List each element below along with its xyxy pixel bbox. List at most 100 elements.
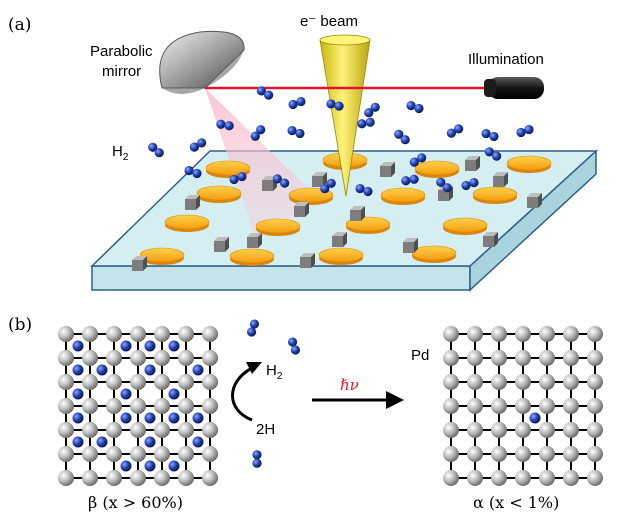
hydrogen-atom bbox=[264, 90, 274, 100]
cube-front bbox=[465, 160, 476, 171]
pd-atom bbox=[491, 350, 507, 366]
pd-atom bbox=[130, 422, 146, 438]
cube-side bbox=[538, 193, 542, 208]
pd-atom bbox=[154, 470, 170, 486]
grey-cubes bbox=[132, 156, 542, 271]
electron-beam bbox=[319, 34, 371, 197]
hydrogen-atom bbox=[406, 100, 416, 111]
cube-side bbox=[476, 156, 480, 171]
pd-atom bbox=[491, 470, 507, 486]
pd-atom bbox=[443, 398, 459, 414]
hydrogen-atom bbox=[489, 131, 499, 142]
pd-atom bbox=[130, 446, 146, 462]
gold-nanodisks bbox=[139, 152, 552, 266]
cube-front bbox=[247, 237, 258, 248]
pd-atom bbox=[154, 446, 170, 462]
pd-atom bbox=[154, 374, 170, 390]
hydrogen-atom bbox=[120, 388, 132, 400]
hydrogen-atom bbox=[326, 99, 336, 109]
hydrogen-atom bbox=[436, 177, 446, 187]
pd-atom bbox=[587, 470, 603, 486]
hydrogen-atom bbox=[370, 102, 380, 112]
pd-atom bbox=[491, 398, 507, 414]
pd-atom bbox=[178, 398, 194, 414]
light-arrow bbox=[312, 391, 404, 409]
pd-atom bbox=[491, 446, 507, 462]
nanodisk bbox=[139, 247, 185, 263]
pd-atom bbox=[154, 422, 170, 438]
pd-atom bbox=[130, 374, 146, 390]
hydrogen-atom bbox=[334, 101, 344, 111]
alpha-caption: α (x < 1%) bbox=[473, 493, 559, 512]
nanodisk bbox=[380, 187, 426, 203]
cube-front bbox=[262, 180, 273, 191]
pd-atom bbox=[130, 398, 146, 414]
hydrogen-atom bbox=[168, 388, 180, 400]
cube-front bbox=[332, 236, 343, 247]
cube-side bbox=[143, 256, 147, 271]
nanodisk bbox=[196, 185, 242, 201]
pd-atom bbox=[539, 470, 555, 486]
pd-atom bbox=[587, 398, 603, 414]
pd-atom bbox=[467, 326, 483, 342]
pd-atom bbox=[106, 422, 122, 438]
pd-atom bbox=[467, 350, 483, 366]
hydrogen-atom bbox=[481, 128, 491, 139]
pd-atom bbox=[491, 326, 507, 342]
recombination-arrow bbox=[231, 362, 262, 422]
hydrogen-atom bbox=[144, 340, 156, 352]
cube-front bbox=[403, 242, 414, 253]
released-hydrogen-molecules bbox=[246, 319, 301, 468]
pd-atom bbox=[82, 446, 98, 462]
hydrogen-atom bbox=[192, 412, 204, 424]
pd-atom bbox=[178, 350, 194, 366]
hydrogen-atom bbox=[246, 327, 257, 337]
pd-atom bbox=[467, 398, 483, 414]
pd-atom bbox=[491, 422, 507, 438]
hydrogen-atom bbox=[295, 128, 305, 139]
pd-atom bbox=[58, 350, 74, 366]
cube-front bbox=[300, 257, 311, 268]
pd-atom bbox=[539, 326, 555, 342]
hydrogen-atom bbox=[365, 117, 375, 127]
hydrogen-atom bbox=[454, 124, 464, 134]
cube-top bbox=[300, 253, 315, 257]
hydrogen-atom bbox=[252, 450, 262, 460]
pd-atom bbox=[202, 446, 218, 462]
hydrogen-atom bbox=[96, 364, 108, 376]
hydrogen-atom bbox=[250, 131, 260, 141]
hydrogen-atom bbox=[72, 364, 84, 376]
cube-top bbox=[403, 238, 418, 242]
hydrogen-atom bbox=[363, 186, 373, 197]
pd-atom bbox=[515, 446, 531, 462]
hydrogen-atom bbox=[144, 412, 156, 424]
hydrogen-atom bbox=[189, 142, 199, 152]
cube-side bbox=[323, 172, 327, 187]
illumination-label: Illumination bbox=[468, 51, 544, 68]
pd-atom bbox=[515, 398, 531, 414]
beam-label: e⁻ beam bbox=[300, 13, 358, 30]
pd-atom bbox=[106, 350, 122, 366]
hydrogen-atom bbox=[280, 178, 290, 188]
nanodisk bbox=[506, 155, 552, 171]
cube-top bbox=[312, 172, 327, 176]
cube-top bbox=[214, 237, 229, 241]
pd-atom bbox=[106, 374, 122, 390]
beta-caption: β (x > 60%) bbox=[88, 493, 183, 512]
pd-atom bbox=[467, 446, 483, 462]
hydrogen-atom bbox=[249, 319, 260, 329]
h2-label-b: H2 bbox=[266, 362, 283, 382]
pd-atom bbox=[58, 446, 74, 462]
pd-atom bbox=[467, 470, 483, 486]
pd-atom bbox=[563, 374, 579, 390]
pd-atom bbox=[82, 470, 98, 486]
hydrogen-atom bbox=[461, 180, 471, 191]
pd-atom bbox=[443, 422, 459, 438]
pd-atom bbox=[106, 470, 122, 486]
pd-atom bbox=[587, 374, 603, 390]
pd-atom bbox=[515, 374, 531, 390]
hydrogen-atom bbox=[484, 147, 494, 157]
cube-top bbox=[332, 232, 347, 236]
pd-atom bbox=[130, 470, 146, 486]
hydrogen-atom bbox=[326, 178, 336, 188]
